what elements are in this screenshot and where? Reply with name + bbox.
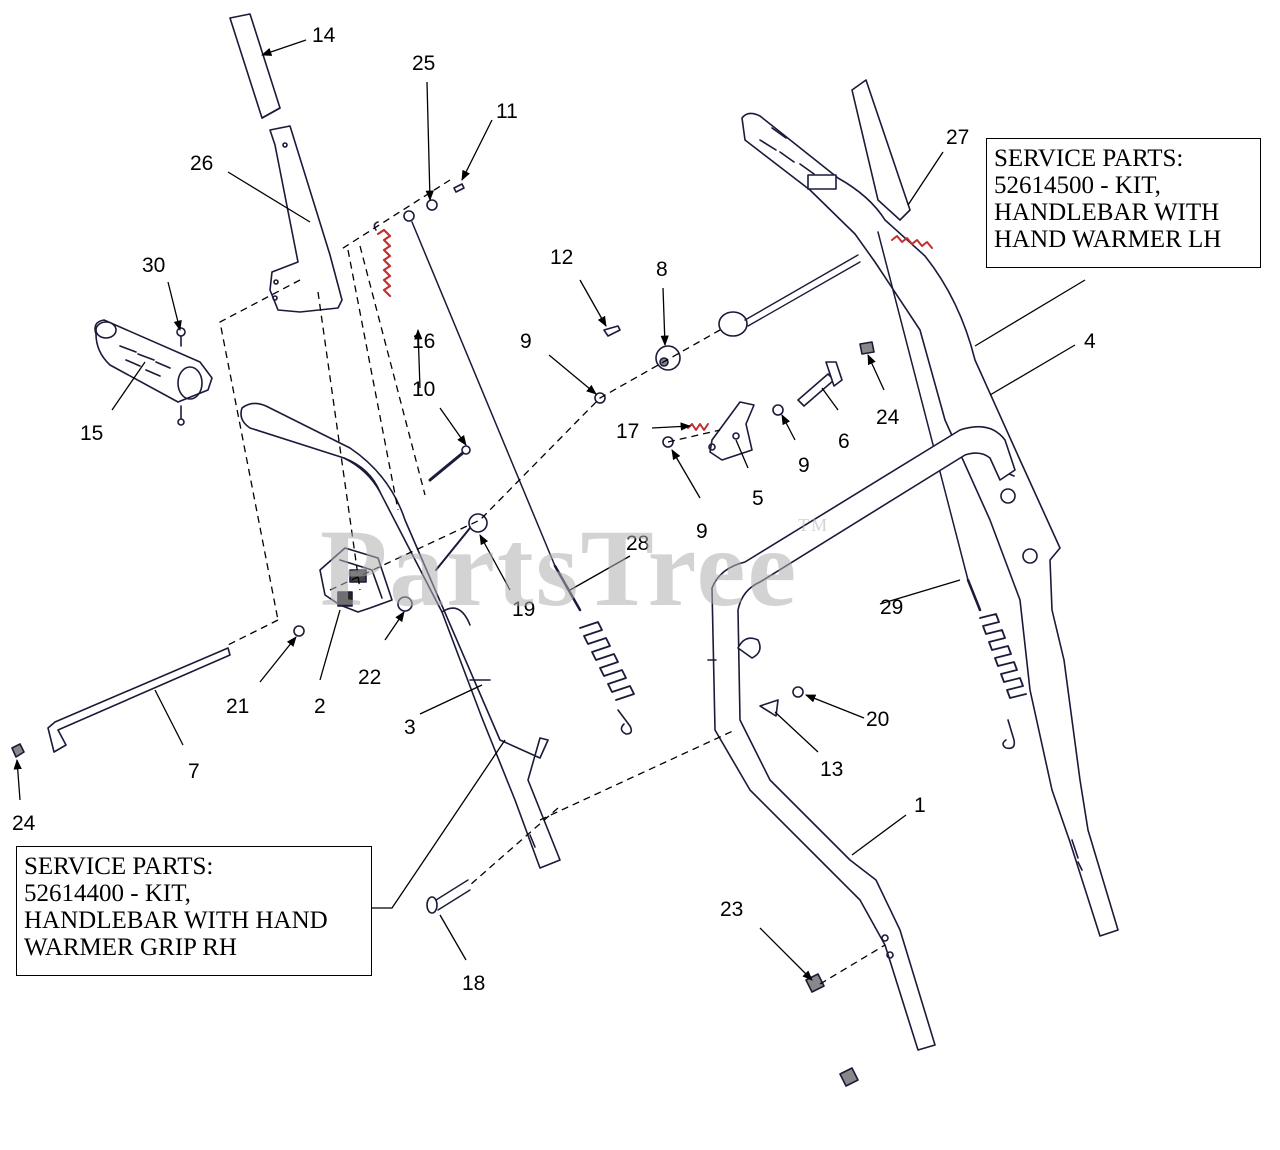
- service-rh-line-4: WARMER GRIP RH: [24, 934, 237, 961]
- callout-19: 19: [512, 598, 535, 621]
- callout-9c: 9: [696, 520, 708, 543]
- callout-24a: 24: [12, 812, 36, 835]
- callout-14: 14: [312, 24, 336, 47]
- part-17-spring: [687, 423, 709, 431]
- knob-13: [737, 637, 779, 717]
- callout-15: 15: [80, 422, 103, 445]
- assembly-lines: [219, 179, 886, 985]
- callout-10: 10: [412, 378, 435, 401]
- callout-1: 1: [914, 794, 926, 817]
- part-16-spring: [373, 221, 392, 298]
- part-18-bolt: [426, 879, 471, 914]
- leader-lines: [13, 39, 1086, 981]
- callout-11: 11: [496, 100, 518, 123]
- watermark: PartsTreeTM: [320, 507, 830, 629]
- part-19-ball-rod: [435, 513, 488, 571]
- spring-top-right: [891, 235, 933, 249]
- part-14-handle-cover: [229, 13, 281, 119]
- callout-30: 30: [142, 254, 165, 277]
- part-1-lower-handle: [707, 425, 1016, 1051]
- service-lh-line-1: SERVICE PARTS:: [994, 145, 1184, 172]
- callout-26: 26: [190, 152, 213, 175]
- shaft-top: [718, 254, 861, 337]
- knob-left-mid: [1000, 488, 1038, 564]
- bolt-bottom: [839, 1067, 859, 1087]
- callout-12: 12: [550, 246, 573, 269]
- callout-3: 3: [404, 716, 416, 739]
- part-29-cable: [877, 231, 1027, 750]
- part-3-handlebar-rh: [240, 402, 561, 869]
- part-12-pin: [603, 325, 621, 337]
- part-8-knob: [655, 345, 681, 371]
- part-11-cotter-pin: [453, 183, 465, 193]
- callout-8: 8: [656, 258, 668, 281]
- service-rh-line-3: HANDLEBAR WITH HAND: [24, 907, 328, 934]
- part-27-handle-cover: [851, 79, 911, 221]
- callout-2: 2: [314, 695, 326, 718]
- part-28-cable: [403, 210, 635, 735]
- callout-labels: 14 25 11 26 30 16 15 12 8 9 10 17 5 9 9 …: [12, 24, 1096, 995]
- part-10-clevis-pin: [428, 445, 471, 482]
- service-parts-box-rh: SERVICE PARTS: 52614400 - KIT, HANDLEBAR…: [16, 846, 372, 976]
- part-15-hand-grip: [94, 319, 213, 403]
- callout-21: 21: [226, 695, 249, 718]
- callout-22: 22: [358, 666, 381, 689]
- callout-27: 27: [946, 126, 969, 149]
- part-24-bolt-left: [11, 743, 25, 758]
- service-lh-line-2: 52614500 - KIT,: [994, 172, 1161, 199]
- callout-9b: 9: [798, 454, 810, 477]
- part-5-bracket: [708, 401, 755, 461]
- part-9-washer-mid: [662, 404, 784, 448]
- callout-13: 13: [820, 758, 843, 781]
- part-24-bolt-right: [859, 341, 875, 355]
- callout-20: 20: [866, 708, 889, 731]
- callout-18: 18: [462, 972, 485, 995]
- part-22-nut: [397, 596, 413, 612]
- service-rh-line-1: SERVICE PARTS:: [24, 853, 214, 880]
- callout-24b: 24: [876, 406, 900, 429]
- callout-16: 16: [412, 330, 435, 353]
- part-7-shift-rod: [47, 647, 231, 753]
- callout-29: 29: [880, 596, 903, 619]
- callout-28: 28: [626, 532, 649, 555]
- part-20-nut: [792, 686, 804, 698]
- callout-6: 6: [838, 430, 850, 453]
- callout-7: 7: [188, 760, 200, 783]
- service-parts-box-lh: SERVICE PARTS: 52614500 - KIT, HANDLEBAR…: [986, 138, 1261, 268]
- part-21-washer: [293, 625, 305, 637]
- part-25-washer: [426, 199, 438, 211]
- callout-17: 17: [616, 420, 639, 443]
- service-rh-line-2: 52614400 - KIT,: [24, 880, 191, 907]
- callout-23: 23: [720, 898, 743, 921]
- callout-4: 4: [1084, 330, 1096, 353]
- part-6-pin: [797, 361, 843, 407]
- service-lh-line-4: HAND WARMER LH: [994, 226, 1222, 253]
- part-2-switch-housing: [319, 547, 393, 613]
- callout-5: 5: [752, 487, 764, 510]
- part-4-handlebar-lh: [741, 112, 1119, 937]
- callout-9a: 9: [520, 330, 532, 353]
- callout-25: 25: [412, 52, 435, 75]
- service-lh-line-3: HANDLEBAR WITH: [994, 199, 1220, 226]
